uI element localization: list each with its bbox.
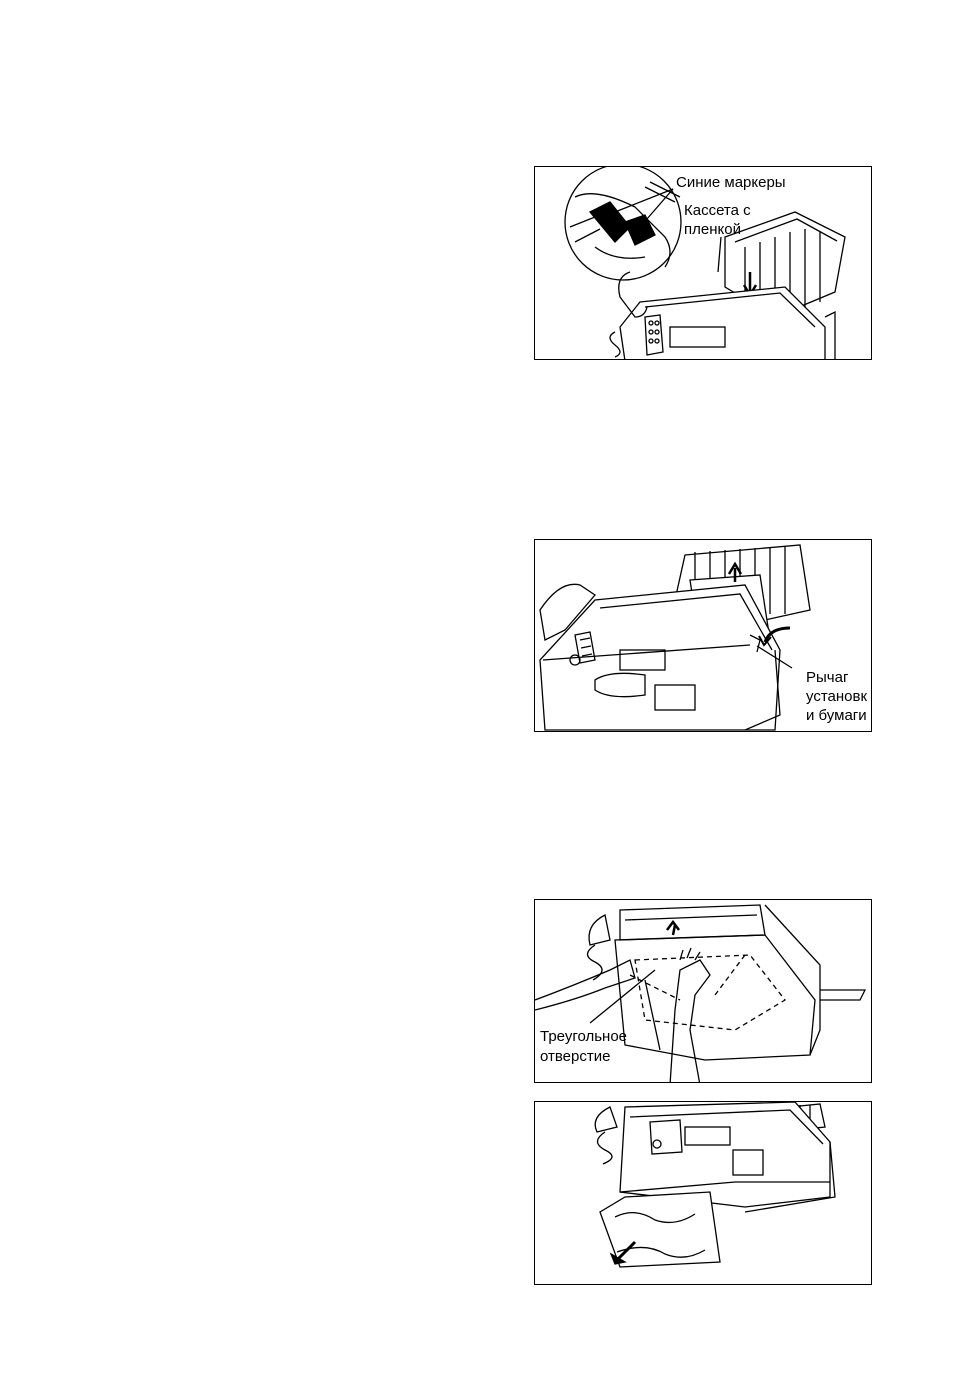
blue-markers-label: Синие маркеры: [676, 173, 786, 192]
fax-film-cassette-illustration: [535, 167, 872, 360]
figure-film-cassette: Синие маркеры Кассета с пленкой: [534, 166, 872, 360]
film-cassette-label-line2: пленкой: [684, 220, 741, 239]
fax-pull-film-illustration: [535, 1102, 872, 1285]
lever-label-line1: Рычаг: [806, 668, 848, 687]
figure-triangular-hole: Треугольное отверстие: [534, 899, 872, 1083]
lever-label-line3: и бумаги: [806, 706, 867, 725]
triangular-hole-label-line1: Треугольное: [540, 1027, 627, 1046]
figure-pull-film: [534, 1101, 872, 1285]
triangular-hole-label-line2: отверстие: [540, 1047, 610, 1066]
lever-label-line2: установк: [806, 687, 867, 706]
figure-paper-lever: Рычаг установк и бумаги: [534, 539, 872, 732]
film-cassette-label-line1: Кассета с: [684, 201, 751, 220]
